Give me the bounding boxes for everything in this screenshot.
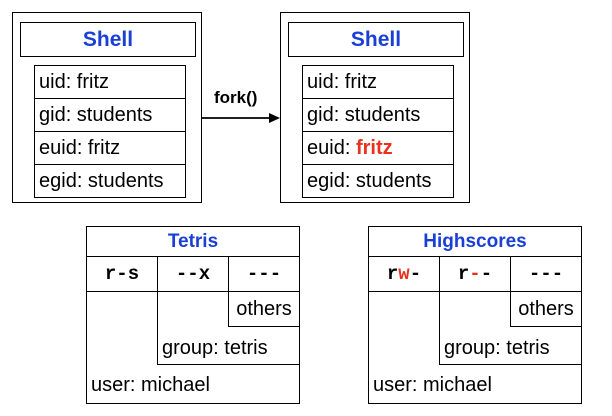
highscores-perm-group-exec: - [480,263,493,285]
right-shell-process [280,12,470,203]
highscores-file [368,226,582,404]
highscores-user-label: user: michael [373,374,492,396]
highscores-group-label: group: tetris [444,337,550,359]
tetris-perm-group: --x [157,256,229,292]
tetris-perm-user: r-s [86,256,158,292]
highscores-others-label: others [518,297,574,320]
left-shell-process [12,12,202,203]
right-euid-row: euid: fritz [302,131,454,165]
highscores-perm-group-read: r [457,263,470,285]
right-gid-row: gid: students [302,98,454,132]
fork-arrow [202,113,280,123]
highscores-others-region: others [510,291,582,327]
tetris-group-label: group: tetris [162,337,268,359]
tetris-perm-others: --- [228,256,300,292]
left-uid-row: uid: fritz [34,65,186,99]
right-euid-value: fritz [355,136,393,159]
tetris-title: Tetris [167,231,219,252]
left-gid-row: gid: students [34,98,186,132]
right-shell-title: Shell [288,22,464,57]
fork-label: fork() [214,88,258,107]
highscores-perm-group: r-- [439,256,511,292]
highscores-perm-others: --- [510,256,582,292]
highscores-title: Highscores [423,231,527,252]
left-euid-row: euid: fritz [34,131,186,165]
highscores-perm-user-exec: - [409,263,422,285]
tetris-user-label: user: michael [91,374,210,396]
highscores-user-region: user: michael [368,291,582,404]
highscores-perm-user-read: r [386,263,399,285]
right-uid-row: uid: fritz [302,65,454,99]
tetris-others-label: others [236,297,292,320]
highscores-perm-group-write: - [469,263,481,285]
highscores-perm-user-write: w [398,263,410,285]
tetris-user-region: user: michael [86,291,300,404]
left-shell-title: Shell [20,22,196,57]
tetris-others-border [228,291,300,327]
right-euid-label: euid: [307,136,356,159]
left-egid-row: egid: students [34,164,186,198]
right-egid-row: egid: students [302,164,454,198]
